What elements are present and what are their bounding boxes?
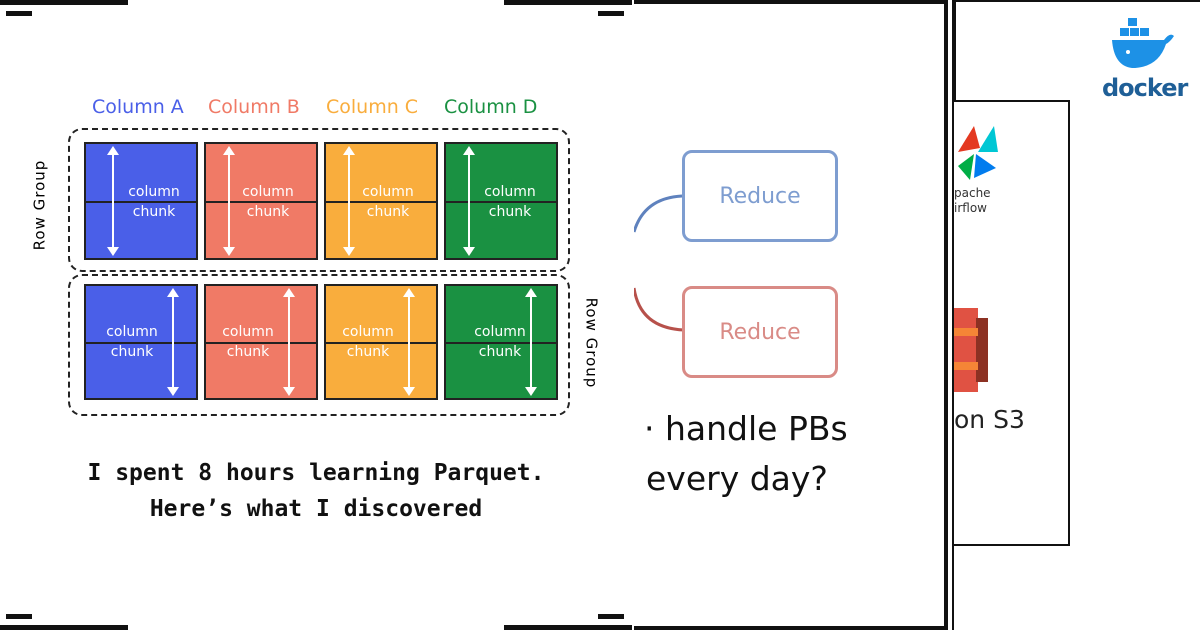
title-line-2: Here’s what I discovered [149, 496, 483, 522]
corner-mark [504, 625, 632, 630]
corner-mark [504, 0, 632, 5]
frame-bottom [634, 626, 944, 630]
frame-top [954, 0, 1200, 2]
corner-mark [598, 614, 624, 619]
inner-frame-right [1068, 100, 1070, 546]
chunk-label-line1: column [342, 324, 394, 340]
docker-whale-icon [1112, 18, 1174, 68]
chunk-label-line1: column [484, 184, 536, 200]
s3-label: on S3 [954, 405, 1025, 434]
tools-panel: docker pache irflow on S3 [952, 0, 1200, 630]
docker-label: docker [1102, 74, 1188, 102]
airflow-pinwheel-icon [958, 126, 998, 180]
row-group-1 [68, 128, 570, 272]
row-group-label-left: Row Group [30, 159, 49, 251]
column-chunk: column chunk [444, 142, 558, 260]
chunk-label-line1: column [128, 184, 180, 200]
row-group-2 [68, 274, 570, 416]
reduce-node-1: Reduce [682, 150, 838, 242]
chunk-label-line1: column [106, 324, 158, 340]
column-chunk: column chunk [84, 142, 198, 260]
chunk-label-line2: chunk [110, 344, 154, 360]
column-d-header: Column D [444, 96, 538, 118]
parquet-title: I spent 8 hours learning Parquet. Here’s… [0, 455, 632, 527]
chunk-label-line1: column [242, 184, 294, 200]
frame-top [634, 0, 944, 4]
chunk-label-line2: chunk [132, 204, 176, 220]
column-chunk: column chunk [444, 284, 558, 400]
corner-mark [0, 625, 128, 630]
corner-mark [6, 614, 32, 619]
chunk-label-line1: column [222, 324, 274, 340]
mapreduce-caption: · handle PBs every day? [644, 404, 944, 504]
connector-lines [634, 194, 685, 332]
inner-frame-bottom [954, 544, 1070, 546]
column-chunk: column chunk [324, 284, 438, 400]
airflow-label-line2: irflow [954, 201, 987, 215]
column-c-header: Column C [326, 96, 419, 118]
corner-mark [598, 11, 624, 16]
chunk-label-line2: chunk [246, 204, 290, 220]
row-group-label-right: Row Group [582, 297, 601, 389]
chunk-label-line1: column [362, 184, 414, 200]
reduce-node-2: Reduce [682, 286, 838, 378]
corner-mark [0, 0, 128, 5]
inner-frame-top [954, 100, 1070, 102]
column-chunk: column chunk [204, 284, 318, 400]
title-line-1: I spent 8 hours learning Parquet. [87, 460, 545, 486]
chunk-label-line2: chunk [346, 344, 390, 360]
mapreduce-panel: Reduce Reduce · handle PBs every day? [634, 0, 948, 630]
reduce-label: Reduce [719, 183, 801, 209]
chunk-label-line2: chunk [488, 204, 532, 220]
column-chunk: column chunk [84, 284, 198, 400]
chunk-label-line2: chunk [478, 344, 522, 360]
frame-left [954, 0, 956, 100]
connector-blue [634, 194, 683, 233]
airflow-label: pache irflow [954, 186, 991, 216]
caption-line-2: every day? [646, 459, 828, 498]
column-a-header: Column A [92, 96, 184, 118]
reduce-label: Reduce [719, 319, 801, 345]
amazon-s3-icon [954, 308, 988, 392]
column-chunk: column chunk [324, 142, 438, 260]
parquet-panel: Column A Column B Column C Column D Row … [0, 0, 632, 630]
chunk-label-line1: column [474, 324, 526, 340]
corner-mark [6, 11, 32, 16]
column-b-header: Column B [208, 96, 300, 118]
chunk-label-line2: chunk [226, 344, 270, 360]
airflow-label-line1: pache [954, 186, 991, 200]
column-chunk: column chunk [204, 142, 318, 260]
caption-line-1: · handle PBs [644, 409, 848, 448]
connector-red [634, 287, 685, 332]
chunk-label-line2: chunk [366, 204, 410, 220]
